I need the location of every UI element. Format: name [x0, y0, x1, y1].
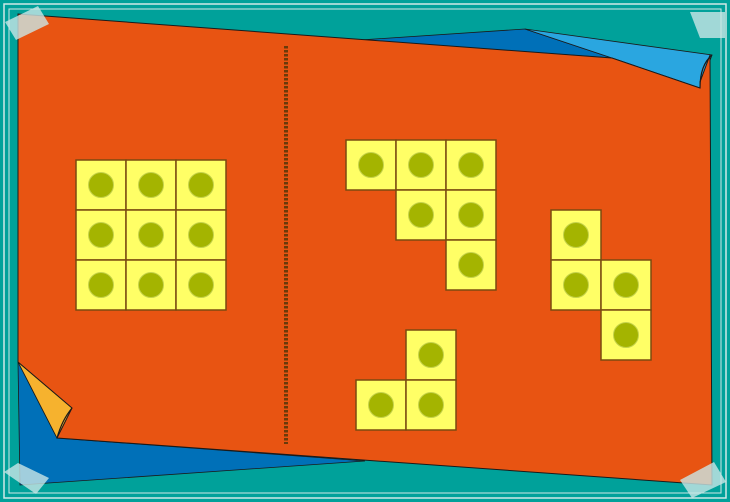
tile-dot — [458, 252, 484, 278]
tile-dot — [418, 342, 444, 368]
tile[interactable] — [445, 139, 497, 191]
tile-dot — [418, 392, 444, 418]
tile-dot — [188, 222, 214, 248]
tile[interactable] — [600, 309, 652, 361]
tile-dot — [358, 152, 384, 178]
tile[interactable] — [445, 239, 497, 291]
tile — [175, 209, 227, 261]
tile — [75, 159, 127, 211]
tile — [175, 259, 227, 311]
frame-inner-line — [8, 8, 722, 494]
tile-dot — [138, 272, 164, 298]
tile-square — [445, 189, 497, 241]
tile-dot — [188, 272, 214, 298]
tile[interactable] — [395, 189, 447, 241]
tile-dot — [188, 172, 214, 198]
tile — [125, 209, 177, 261]
tape-bottom-left — [4, 463, 49, 494]
tape-bottom-right — [680, 462, 726, 498]
piece-hook-six[interactable] — [345, 139, 497, 291]
tile-dot — [563, 272, 589, 298]
tile[interactable] — [550, 209, 602, 261]
tile[interactable] — [355, 379, 407, 431]
tile-dot — [408, 152, 434, 178]
tile-dot — [613, 322, 639, 348]
tile-dot — [88, 222, 114, 248]
tile[interactable] — [405, 379, 457, 431]
tile — [175, 159, 227, 211]
tile — [125, 159, 177, 211]
tape-top-left — [5, 6, 49, 40]
tile-dot — [368, 392, 394, 418]
piece-s-four[interactable] — [550, 209, 652, 361]
tile-dot — [88, 272, 114, 298]
tile-dot — [138, 172, 164, 198]
tile[interactable] — [600, 259, 652, 311]
tile-dot — [88, 172, 114, 198]
tile-dot — [458, 202, 484, 228]
tile-dot — [563, 222, 589, 248]
tile — [75, 209, 127, 261]
tile[interactable] — [550, 259, 602, 311]
piece-l-three[interactable] — [355, 329, 457, 431]
paper-curl-top-right — [699, 54, 713, 89]
target-shape-square — [75, 159, 227, 311]
tile[interactable] — [405, 329, 457, 381]
tile[interactable] — [395, 139, 447, 191]
tile[interactable] — [445, 189, 497, 241]
tape-top-right — [690, 12, 725, 38]
tile-dot — [408, 202, 434, 228]
frame-outer-line — [3, 3, 727, 499]
tile-dot — [138, 222, 164, 248]
tile — [125, 259, 177, 311]
tile-dot — [613, 272, 639, 298]
tile — [75, 259, 127, 311]
paper-curl-bottom-left — [56, 407, 73, 439]
tile-dot — [458, 152, 484, 178]
paper-sheet — [17, 13, 713, 486]
tile-square — [445, 239, 497, 291]
tile[interactable] — [345, 139, 397, 191]
